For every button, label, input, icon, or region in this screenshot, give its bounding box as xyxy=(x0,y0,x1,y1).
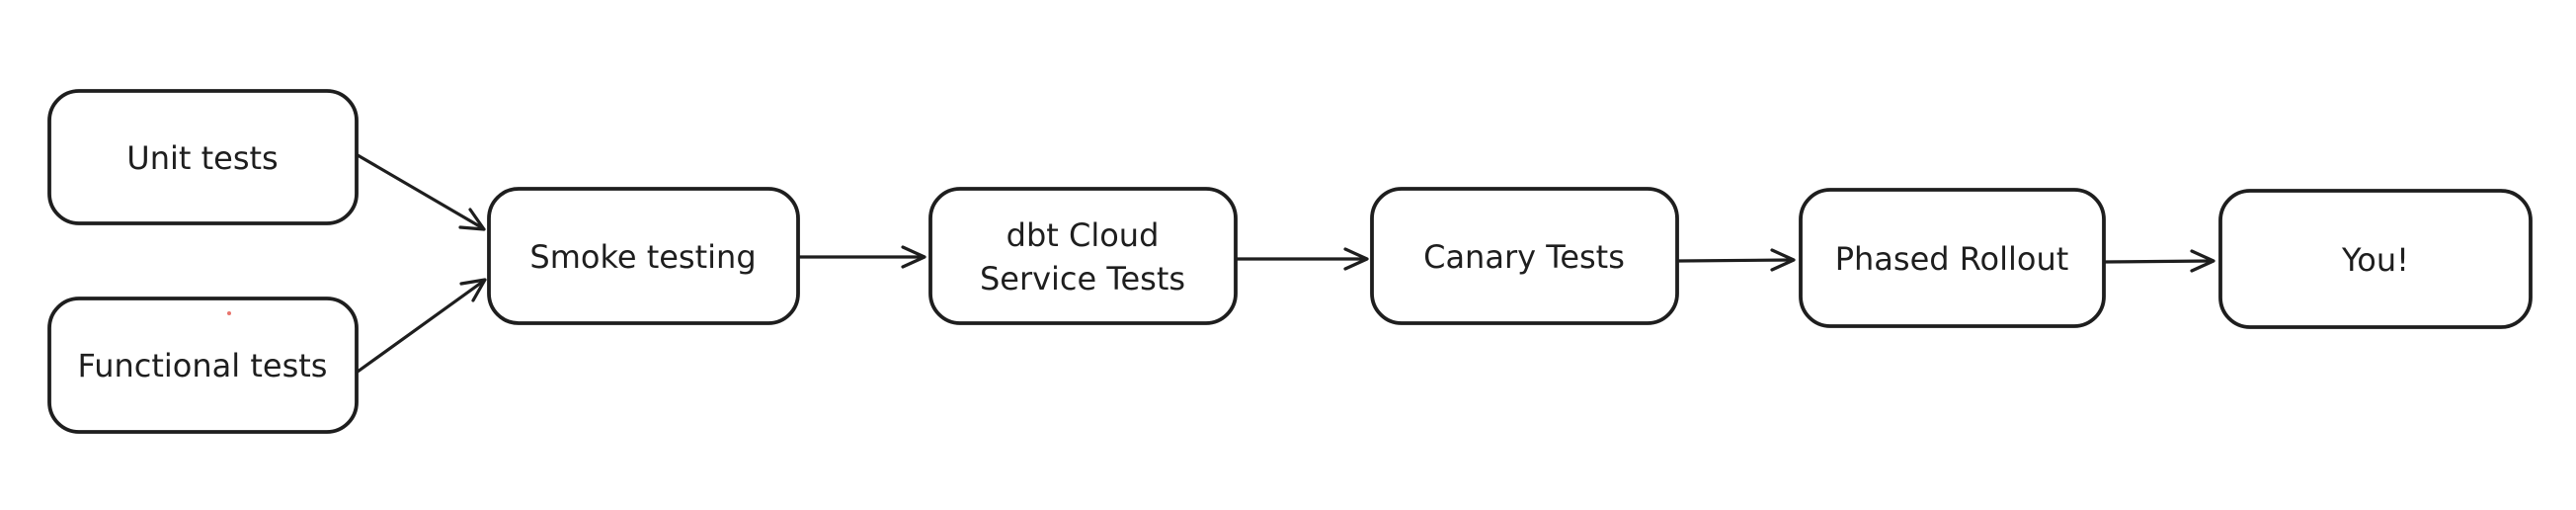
dbt-cloud-service-tests-label-line2: Service Tests xyxy=(980,260,1185,298)
you-box xyxy=(2218,189,2533,329)
edge-functional-tests-to-smoke-testing xyxy=(356,278,487,374)
smoke-testing-box xyxy=(487,187,800,325)
unit-tests-box xyxy=(47,89,359,225)
node-dbt-cloud-service-tests: dbt Cloud Service Tests xyxy=(928,187,1238,325)
edge-smoke-testing-to-dbt-cloud-service-tests xyxy=(796,245,926,269)
arrowhead-icon xyxy=(2190,249,2215,273)
node-functional-tests: Functional tests xyxy=(47,297,359,434)
edge-line xyxy=(356,153,485,230)
phased-rollout-box xyxy=(1799,188,2106,328)
canary-tests-box xyxy=(1370,187,1679,325)
edge-canary-tests-to-phased-rollout xyxy=(1677,248,1796,272)
edge-phased-rollout-to-you xyxy=(2102,249,2215,273)
edge-line xyxy=(1677,258,1794,263)
arrowhead-icon xyxy=(901,245,926,269)
phased-rollout-label: Phased Rollout xyxy=(1835,240,2069,278)
stray-red-dot xyxy=(227,311,231,315)
edge-line xyxy=(2102,259,2214,264)
functional-tests-box xyxy=(47,297,359,434)
canary-tests-label: Canary Tests xyxy=(1423,238,1625,276)
node-smoke-testing: Smoke testing xyxy=(487,187,800,325)
node-phased-rollout: Phased Rollout xyxy=(1799,188,2106,328)
arrowhead-icon xyxy=(458,208,486,231)
node-you: You! xyxy=(2218,189,2533,329)
you-label: You! xyxy=(2341,241,2409,279)
arrowhead-icon xyxy=(459,278,487,302)
smoke-testing-label: Smoke testing xyxy=(529,238,756,276)
arrowhead-icon xyxy=(1770,248,1796,272)
unit-tests-label: Unit tests xyxy=(126,139,278,177)
dbt-cloud-service-tests-box xyxy=(928,187,1238,325)
arrowhead-icon xyxy=(1343,247,1369,271)
node-unit-tests: Unit tests xyxy=(47,89,359,225)
functional-tests-label: Functional tests xyxy=(78,347,328,384)
node-canary-tests: Canary Tests xyxy=(1370,187,1679,325)
dbt-cloud-service-tests-label-line1: dbt Cloud xyxy=(1006,216,1160,254)
edge-dbt-cloud-service-tests-to-canary-tests xyxy=(1234,247,1369,271)
edge-line xyxy=(356,279,486,374)
edge-unit-tests-to-smoke-testing xyxy=(356,153,486,231)
